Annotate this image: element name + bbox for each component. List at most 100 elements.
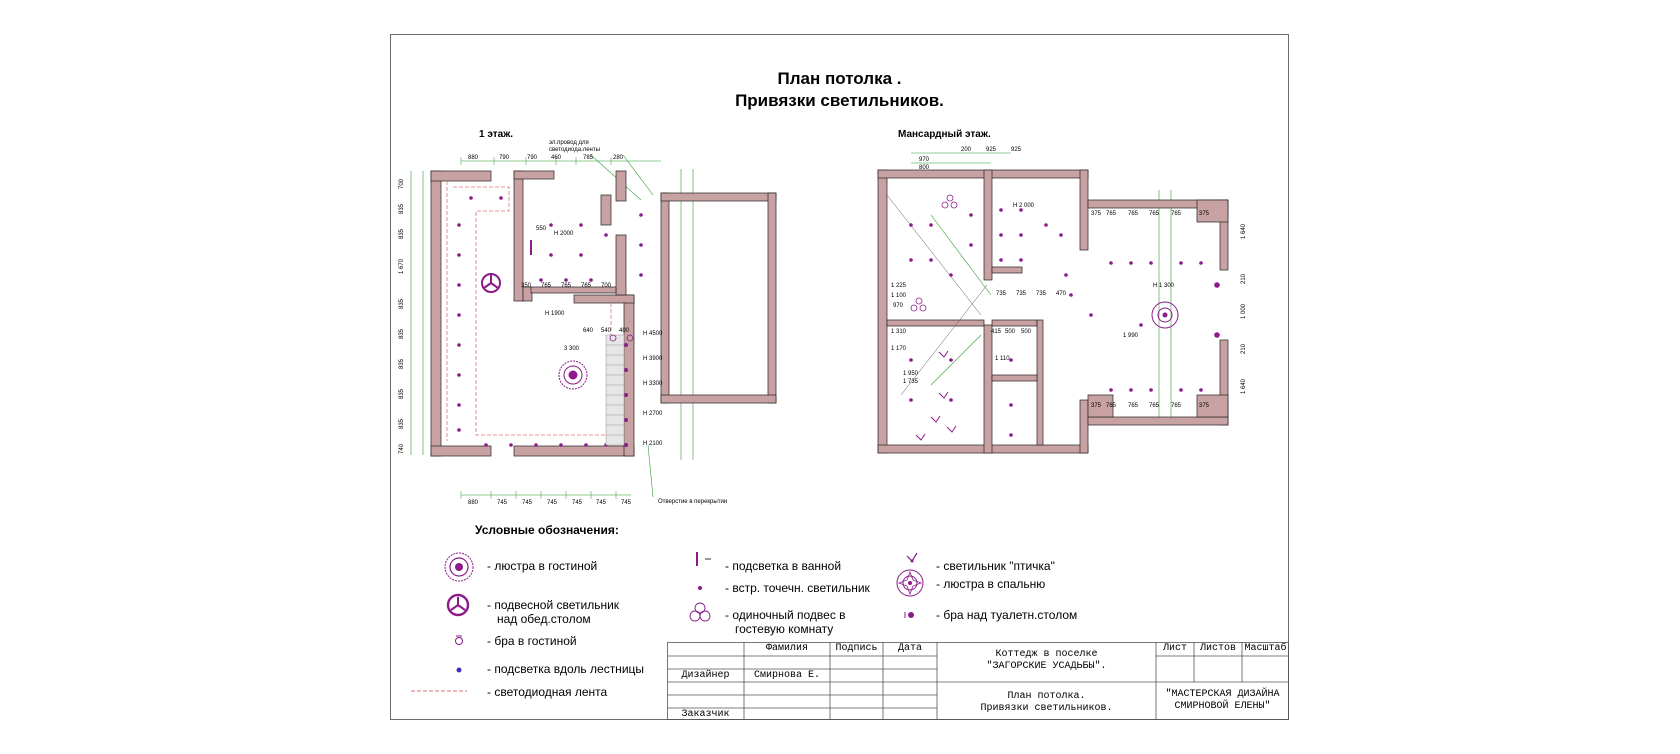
svg-text:765: 765 xyxy=(581,283,592,289)
svg-text:1 110: 1 110 xyxy=(995,356,1010,362)
svg-text:H 2 000: H 2 000 xyxy=(1013,203,1035,209)
svg-text:925: 925 xyxy=(986,147,997,153)
svg-text:H 2100: H 2100 xyxy=(643,441,663,447)
svg-text:925: 925 xyxy=(1011,147,1022,153)
legend-bird-light: - светильник "птичка" xyxy=(936,559,1055,573)
legend-pendant-dining-2: над обед.столом xyxy=(497,612,591,626)
svg-text:765: 765 xyxy=(1128,211,1139,217)
first-floor-label: 1 этаж. xyxy=(479,129,514,140)
bath-light-icon xyxy=(696,552,711,566)
svg-text:835: 835 xyxy=(399,358,405,369)
svg-text:835: 835 xyxy=(399,328,405,339)
svg-text:835: 835 xyxy=(399,298,405,309)
living-sconce-icon xyxy=(455,635,463,645)
svg-text:H 1 300: H 1 300 xyxy=(1153,283,1175,289)
svg-text:1 950: 1 950 xyxy=(903,371,919,377)
legend-sconce-living: - бра в гостиной xyxy=(487,634,577,648)
svg-text:1 670: 1 670 xyxy=(399,258,405,274)
svg-text:375: 375 xyxy=(1199,211,1210,217)
led-strip-icon xyxy=(411,690,467,692)
svg-text:765: 765 xyxy=(561,283,572,289)
svg-text:470: 470 xyxy=(1056,291,1067,297)
svg-text:1 735: 1 735 xyxy=(903,379,919,385)
first-floor-plan: 880 790 790 460 785 280 880 745 745 745 745 74… xyxy=(399,154,777,506)
svg-text:H 1900: H 1900 xyxy=(545,311,565,317)
svg-text:700: 700 xyxy=(601,283,612,289)
svg-text:1 100: 1 100 xyxy=(891,293,907,299)
tb-col-signature: Подпись xyxy=(835,643,878,654)
living-chandelier-icon xyxy=(444,552,474,582)
legend-led-strip: - светодиодная лента xyxy=(487,685,608,699)
svg-text:735: 735 xyxy=(996,291,1007,297)
svg-text:835: 835 xyxy=(399,228,405,239)
bird-light-icon xyxy=(906,552,918,563)
svg-text:740: 740 xyxy=(399,443,405,454)
svg-text:745: 745 xyxy=(621,500,632,506)
svg-text:880: 880 xyxy=(468,500,479,506)
svg-text:765: 765 xyxy=(1106,211,1117,217)
svg-text:1 310: 1 310 xyxy=(891,329,907,335)
svg-text:745: 745 xyxy=(596,500,607,506)
svg-text:540: 540 xyxy=(601,328,612,334)
page-title-line2: Привязки светильников. xyxy=(735,91,944,110)
svg-text:880: 880 xyxy=(468,155,479,161)
legend-pendant-dining-1: - подвесной светильник xyxy=(487,598,620,612)
svg-text:500: 500 xyxy=(1021,329,1032,335)
svg-text:200: 200 xyxy=(961,147,972,153)
legend-chandelier-living: - люстра в гостиной xyxy=(487,559,598,573)
svg-text:785: 785 xyxy=(583,155,594,161)
svg-text:765: 765 xyxy=(1171,211,1182,217)
svg-text:735: 735 xyxy=(1016,291,1027,297)
svg-text:3 300: 3 300 xyxy=(564,346,580,352)
svg-text:460: 460 xyxy=(551,155,562,161)
dining-pendant-icon xyxy=(446,593,470,617)
svg-text:210: 210 xyxy=(1241,273,1247,284)
tb-drawing-1: План потолка. xyxy=(1007,691,1086,702)
legend-single-pendant-2: гостевую комнату xyxy=(735,622,834,636)
tb-studio-2: СМИРНОВОЙ ЕЛЕНЫ" xyxy=(1174,701,1271,712)
svg-text:375: 375 xyxy=(1091,211,1102,217)
tb-scale: Масштаб xyxy=(1244,643,1287,654)
svg-text:210: 210 xyxy=(1241,343,1247,354)
svg-text:735: 735 xyxy=(1036,291,1047,297)
svg-text:640: 640 xyxy=(583,328,594,334)
tb-client-label: Заказчик xyxy=(681,709,730,720)
wire-note: эл.провод для светодиода.ленты xyxy=(549,140,600,153)
svg-text:745: 745 xyxy=(497,500,508,506)
svg-text:500: 500 xyxy=(1005,329,1016,335)
svg-text:765: 765 xyxy=(541,283,552,289)
legend-spot-light: - встр. точечн. светильник xyxy=(725,581,870,595)
svg-text:550: 550 xyxy=(536,226,547,232)
tb-project-2: "ЗАГОРСКИЕ УСАДЬБЫ". xyxy=(986,661,1107,672)
attic-floor-label: Мансардный этаж. xyxy=(898,129,991,140)
single-pendant-icon xyxy=(689,602,711,622)
svg-text:350: 350 xyxy=(521,283,532,289)
tb-designer-name: Смирнова Е. xyxy=(753,670,820,681)
svg-text:1 225: 1 225 xyxy=(891,283,907,289)
svg-text:765: 765 xyxy=(1149,403,1160,409)
svg-text:280: 280 xyxy=(613,155,624,161)
tb-studio-1: "МАСТЕРСКАЯ ДИЗАЙНА xyxy=(1165,689,1280,700)
bedroom-chandelier-icon xyxy=(896,569,924,597)
title-block-grid xyxy=(667,642,1289,720)
tb-designer-label: Дизайнер xyxy=(681,670,730,681)
svg-text:H 3300: H 3300 xyxy=(643,381,663,387)
tb-col-surname: Фамилия xyxy=(765,643,808,654)
spot-light-icon xyxy=(698,586,702,590)
svg-text:1 170: 1 170 xyxy=(891,346,907,352)
svg-text:H 4500: H 4500 xyxy=(643,331,663,337)
svg-text:745: 745 xyxy=(522,500,533,506)
svg-text:700: 700 xyxy=(399,178,405,189)
legend-title: Условные обозначения: xyxy=(475,523,619,537)
svg-text:800: 800 xyxy=(919,165,930,171)
svg-text:790: 790 xyxy=(527,155,538,161)
page-title-line1: План потолка . xyxy=(777,69,902,88)
svg-text:835: 835 xyxy=(399,418,405,429)
legend-chandelier-bedroom: - люстра в спальню xyxy=(936,577,1046,591)
drawing-sheet: План потолка . Привязки светильников. 1 … xyxy=(390,34,1289,720)
svg-text:1 640: 1 640 xyxy=(1241,378,1247,394)
tb-sheet: Лист xyxy=(1162,643,1187,654)
svg-text:745: 745 xyxy=(547,500,558,506)
svg-text:790: 790 xyxy=(499,155,510,161)
svg-text:745: 745 xyxy=(572,500,583,506)
